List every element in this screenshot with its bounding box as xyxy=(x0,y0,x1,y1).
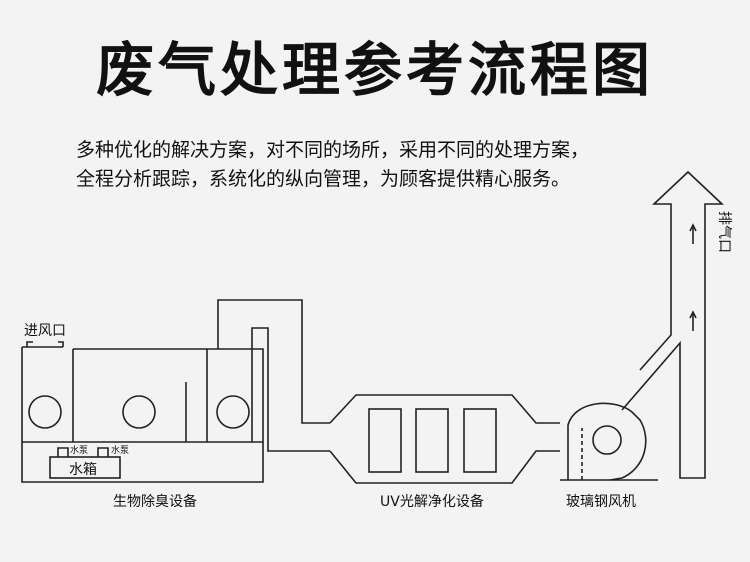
water-tank xyxy=(49,456,121,479)
pump-left xyxy=(57,447,69,457)
spray-circle-3 xyxy=(216,395,250,429)
pump-left-label: 水泵 xyxy=(70,444,88,456)
bio-equipment xyxy=(21,341,264,483)
uv-lamp-2 xyxy=(415,408,449,473)
pump-right-label: 水泵 xyxy=(111,444,129,456)
page-title: 废气处理参考流程图 xyxy=(95,36,654,104)
description-line-2: 全程分析跟踪，系统化的纵向管理，为顾客提供精心服务。 xyxy=(76,168,571,190)
spray-circle-1 xyxy=(28,395,62,429)
air-inlet-label: 进风口 xyxy=(24,323,66,339)
spray-circle-2 xyxy=(122,395,156,429)
uv-equipment-label: UV光解净化设备 xyxy=(380,493,484,510)
pump-right xyxy=(97,447,109,457)
bio-equipment-label: 生物除臭设备 xyxy=(113,493,197,510)
exhaust-outlet-label: 排气口 xyxy=(716,211,732,253)
fan-label: 玻璃钢风机 xyxy=(566,493,636,510)
duct-1 xyxy=(217,299,330,452)
uv-lamp-1 xyxy=(368,408,402,473)
fan xyxy=(560,402,658,481)
exhaust-stack xyxy=(621,170,725,479)
description: 多种优化的解决方案，对不同的场所，采用不同的处理方案， 全程分析跟踪，系统化的纵… xyxy=(76,136,686,194)
water-tank-label: 水箱 xyxy=(69,462,97,478)
description-line-1: 多种优化的解决方案，对不同的场所，采用不同的处理方案， xyxy=(76,139,590,161)
uv-lamp-3 xyxy=(463,408,497,473)
uv-equipment xyxy=(329,394,560,484)
